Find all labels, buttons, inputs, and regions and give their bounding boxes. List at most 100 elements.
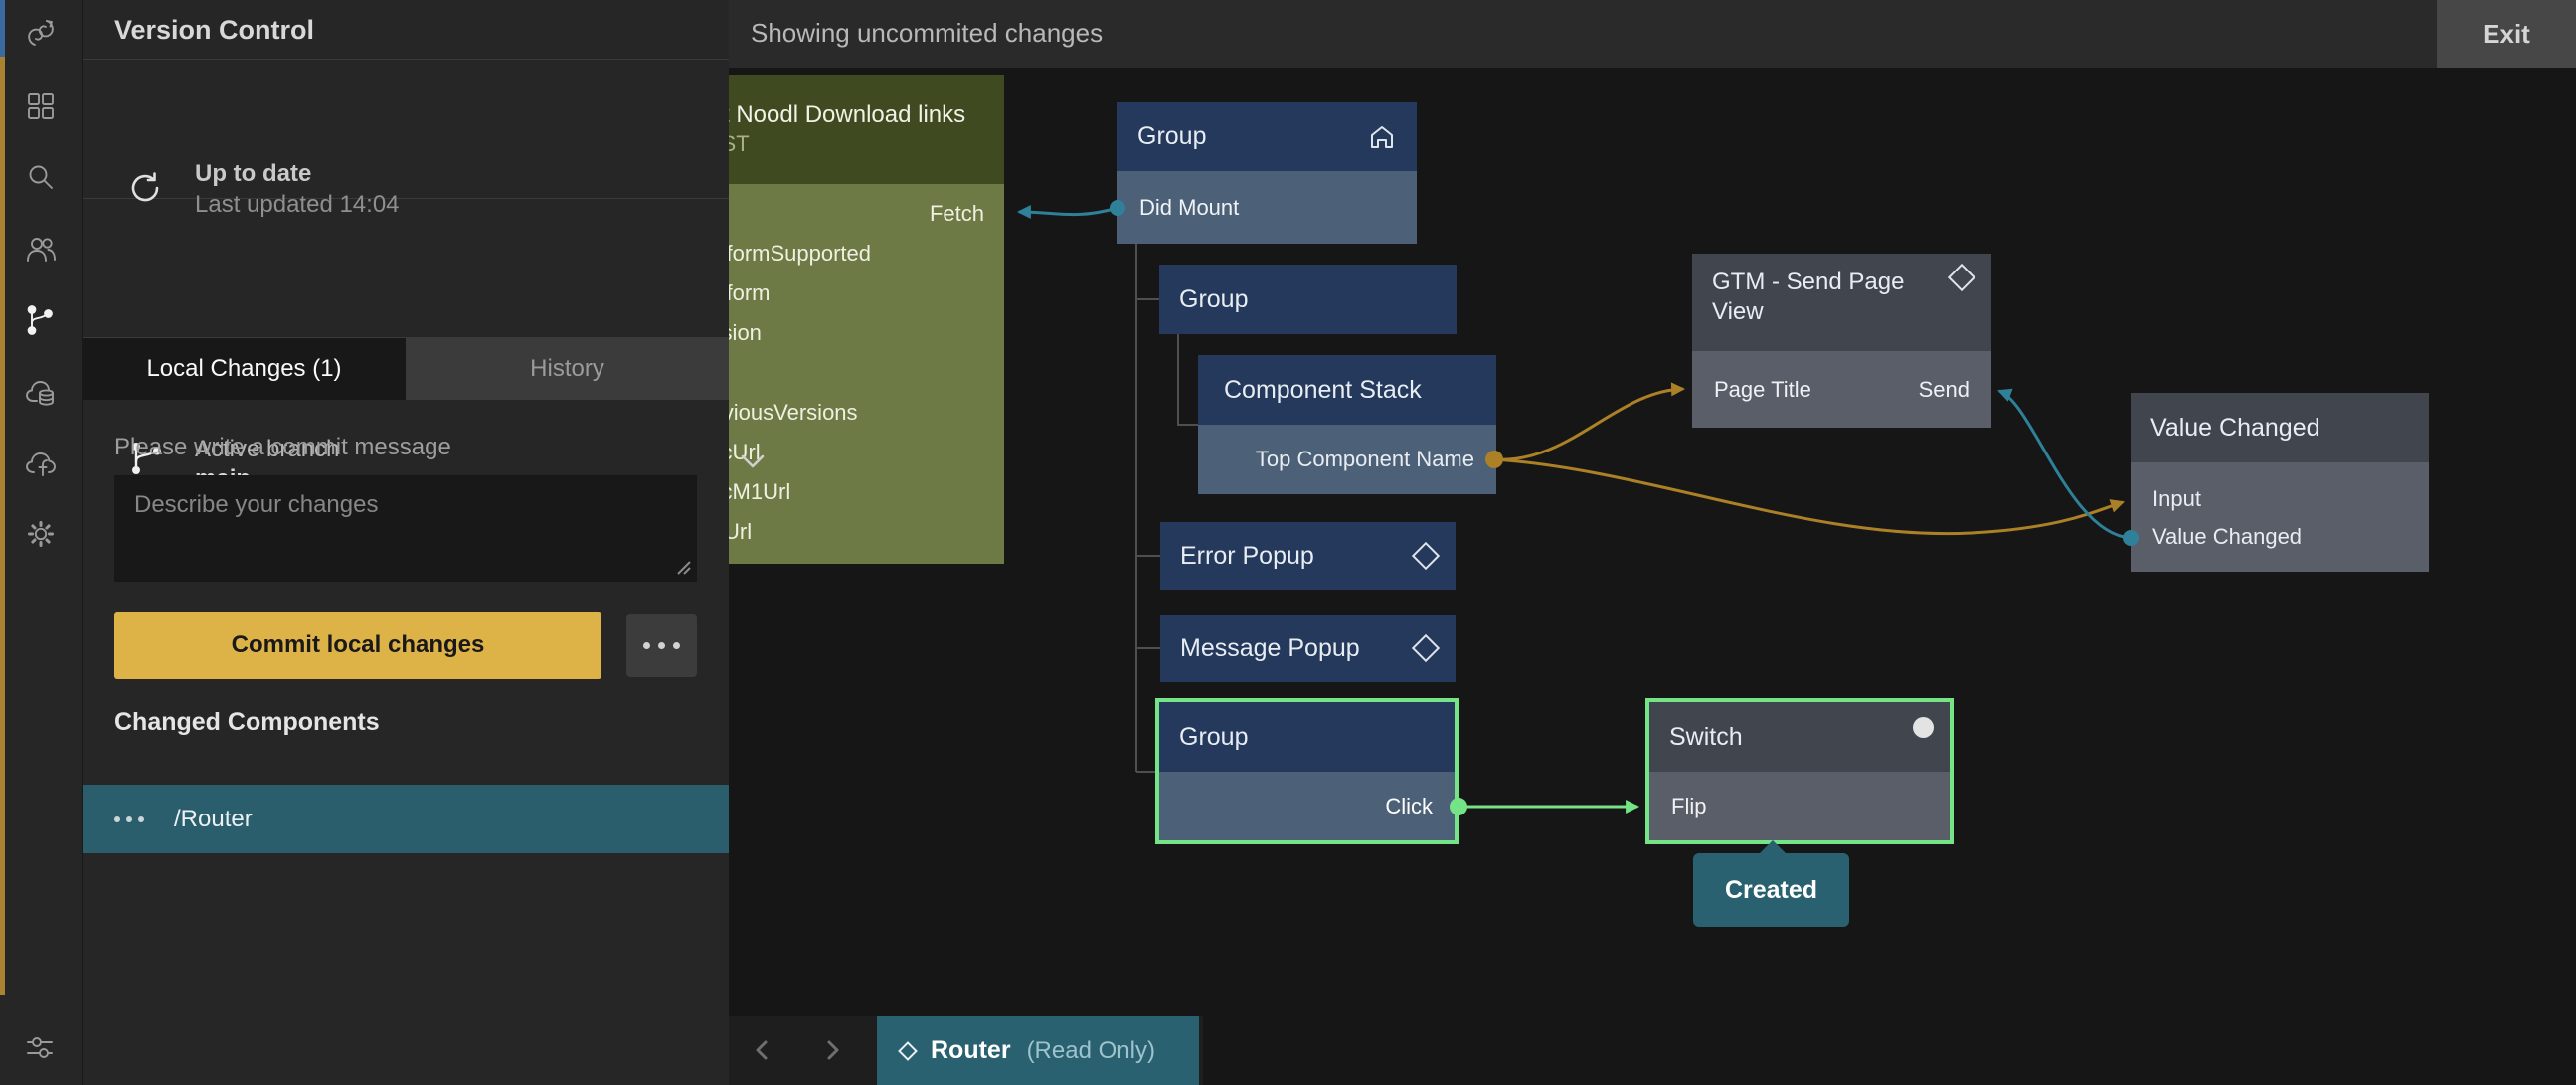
commit-message-box [114,475,697,582]
node-title: Value Changed [2150,413,2320,442]
port-version[interactable]: version [729,320,762,345]
components-grid-icon[interactable] [24,90,58,123]
port-platformsupported[interactable]: platformSupported [729,241,871,266]
version-control-panel: Version Control Up to date Last updated … [83,0,765,1085]
node-subtitle: REST [729,131,750,157]
node-header[interactable]: Group [1159,265,1457,334]
component-diamond-icon [898,1040,918,1061]
more-options-button[interactable] [626,614,697,677]
port-value-changed[interactable]: Value Changed [2152,524,2303,549]
node-title: Error Popup [1180,541,1314,570]
node-title: GTM - Send Page View [1712,269,1905,325]
port-input[interactable]: Input [2152,486,2201,511]
ellipsis-icon[interactable] [114,815,144,822]
node-group-selected[interactable]: Group Click [1155,698,1459,844]
port-click[interactable]: Click [1385,793,1433,818]
node-header[interactable]: Group [1117,102,1417,171]
branch-icon [128,440,166,477]
commit-message-label: Please write a commit message [114,434,451,460]
node-header[interactable]: GTM - Send Page View [1692,254,1991,351]
node-body: Flip [1649,772,1950,840]
chevron-down-icon[interactable] [737,450,769,473]
port-did-mount[interactable]: Did Mount [1139,194,1240,220]
node-title: Group [1179,722,1249,751]
node-body: Page Title Send [1692,351,1991,428]
exit-button[interactable]: Exit [2437,0,2576,68]
settings-gear-icon[interactable] [24,517,58,551]
changed-components-heading: Changed Components [114,708,380,736]
nav-forward-icon[interactable] [814,1032,850,1068]
node-header[interactable]: Get Noodl Download links REST [729,75,1004,184]
router-component-tab[interactable]: Router (Read Only) [877,1016,1199,1085]
node-group-root[interactable]: Group Did Mount [1117,102,1417,244]
editor-preferences-icon[interactable] [24,1030,58,1064]
refresh-icon[interactable] [126,168,166,208]
node-canvas[interactable]: Get Noodl Download links REST Fetch plat… [729,0,2576,1085]
noodl-logo-icon[interactable] [24,16,58,50]
port-page-title[interactable]: Page Title [1714,376,1811,402]
port-top-component-name[interactable]: Top Component Name [1255,447,1474,471]
node-title: Message Popup [1180,633,1360,662]
collaborators-icon[interactable] [24,233,58,267]
created-event-badge: Created [1693,840,1849,927]
active-branch-section[interactable]: Active branch main [83,199,765,492]
version-control-icon[interactable] [24,303,58,337]
cloud-functions-icon[interactable] [24,447,58,480]
port-flip[interactable]: Flip [1671,793,1707,818]
node-rest-get-noodl-download-links[interactable]: Get Noodl Download links REST Fetch plat… [729,75,1004,564]
port-macurl[interactable]: macUrl [729,440,761,464]
component-diamond-icon [1947,263,1976,292]
node-body: Fetch platformSupported platform version… [729,184,1004,564]
last-updated-text: Last updated 14:04 [195,191,400,218]
port-macm1url[interactable]: macM1Url [729,479,791,504]
node-error-popup[interactable]: Error Popup [1160,522,1456,590]
commit-local-changes-button[interactable]: Commit local changes [114,612,601,679]
home-icon [1371,125,1393,148]
port-url[interactable]: url [729,353,1004,393]
port-platform[interactable]: platform [729,280,771,305]
tab-history[interactable]: History [406,338,729,400]
branch-label: Active branch [195,436,340,462]
node-header[interactable]: Group [1159,702,1455,772]
commit-message-input[interactable] [114,475,697,582]
panel-title: Version Control [114,15,315,45]
accent-strip-blue [0,0,5,57]
tab-local-changes[interactable]: Local Changes (1) [83,338,406,400]
sidebar-rail [0,0,83,1085]
node-title: Component Stack [1224,375,1422,404]
canvas-topbar: Showing uncommited changes Exit [729,0,2576,68]
sync-status-section: Up to date Last updated 14:04 [83,61,729,218]
cloud-data-icon[interactable] [24,376,58,410]
node-gtm-send-page-view[interactable]: GTM - Send Page View Page Title Send [1692,254,1991,428]
node-body: Did Mount [1117,171,1417,244]
changed-component-label: /Router [174,805,253,832]
node-header[interactable]: Component Stack [1198,355,1496,425]
port-winurl[interactable]: winUrl [729,519,753,544]
node-header[interactable]: Message Popup [1160,615,1456,682]
node-body: Input Value Changed [2131,462,2429,572]
node-switch-selected[interactable]: Switch Flip [1645,698,1954,844]
port-previousversions[interactable]: previousVersions [729,400,858,425]
component-diamond-icon [1411,633,1441,663]
node-body: Click [1159,772,1455,840]
node-header[interactable]: Switch [1649,702,1950,772]
accent-strip-gold [0,57,5,995]
node-header[interactable]: Value Changed [2131,393,2429,462]
port-send[interactable]: Send [1918,376,1970,402]
nav-back-icon[interactable] [745,1032,780,1068]
node-title: Group [1179,284,1249,313]
component-diamond-icon [1411,541,1441,571]
node-title: Get Noodl Download links [729,100,966,128]
search-icon[interactable] [24,160,58,194]
port-fetch[interactable]: Fetch [929,201,984,226]
node-message-popup[interactable]: Message Popup [1160,615,1456,682]
changed-component-row-router[interactable]: /Router [83,785,729,853]
node-header[interactable]: Error Popup [1160,522,1456,590]
sync-status-text: Up to date [195,160,312,187]
node-component-stack[interactable]: Component Stack Top Component Name [1198,355,1496,494]
node-body: Top Component Name [1198,425,1496,494]
node-value-changed[interactable]: Value Changed Input Value Changed [2131,393,2429,572]
node-title: Switch [1669,722,1743,751]
uncommitted-changes-status: Showing uncommited changes [751,18,1104,48]
node-group-child[interactable]: Group [1159,265,1457,334]
